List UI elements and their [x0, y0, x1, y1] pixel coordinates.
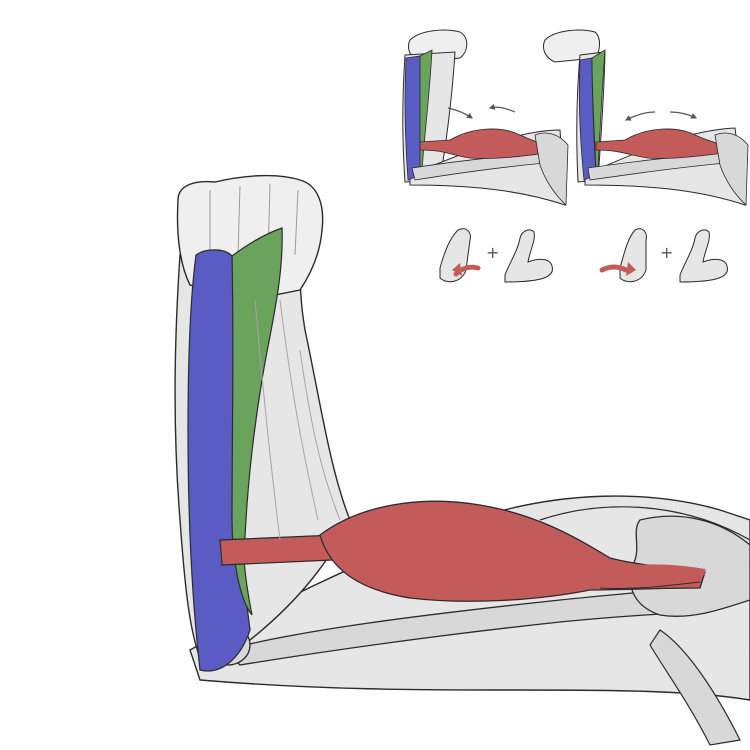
stretch-arrow-right-b: [669, 111, 698, 119]
mini-diagram-supination: [402, 29, 569, 206]
mini-shoulder-right: [714, 132, 749, 206]
plus-sign-left: +: [486, 243, 499, 262]
fist-finger-lines: [209, 183, 299, 259]
plus-sign-right: +: [660, 243, 673, 262]
biceps-muscle: [319, 500, 706, 602]
arm-flex-icon: [679, 229, 728, 283]
forearm-sketch-lines: [254, 299, 341, 541]
main-arm-illustration: [174, 174, 750, 746]
stretch-arrow-right-a: [624, 111, 656, 121]
hand-rotate-icon: [439, 228, 481, 283]
shoulder-joint: [629, 515, 750, 617]
shoulder-contour: [539, 506, 750, 541]
contract-arrow-left-b: [488, 103, 516, 113]
mini-shoulder-left: [534, 132, 569, 206]
biceps-tendon: [219, 534, 336, 566]
scapula: [649, 629, 741, 746]
biceps-short-head: [599, 581, 701, 589]
contract-arrow-left-a: [447, 107, 473, 119]
mini-diagram-pronation: [542, 29, 749, 206]
arm-flex-icon: [504, 229, 553, 283]
biceps-long-head: [589, 564, 706, 578]
icon-row: + +: [439, 228, 728, 283]
hand-rotate-icon: [599, 228, 647, 283]
mini-radius-left: [404, 55, 421, 181]
